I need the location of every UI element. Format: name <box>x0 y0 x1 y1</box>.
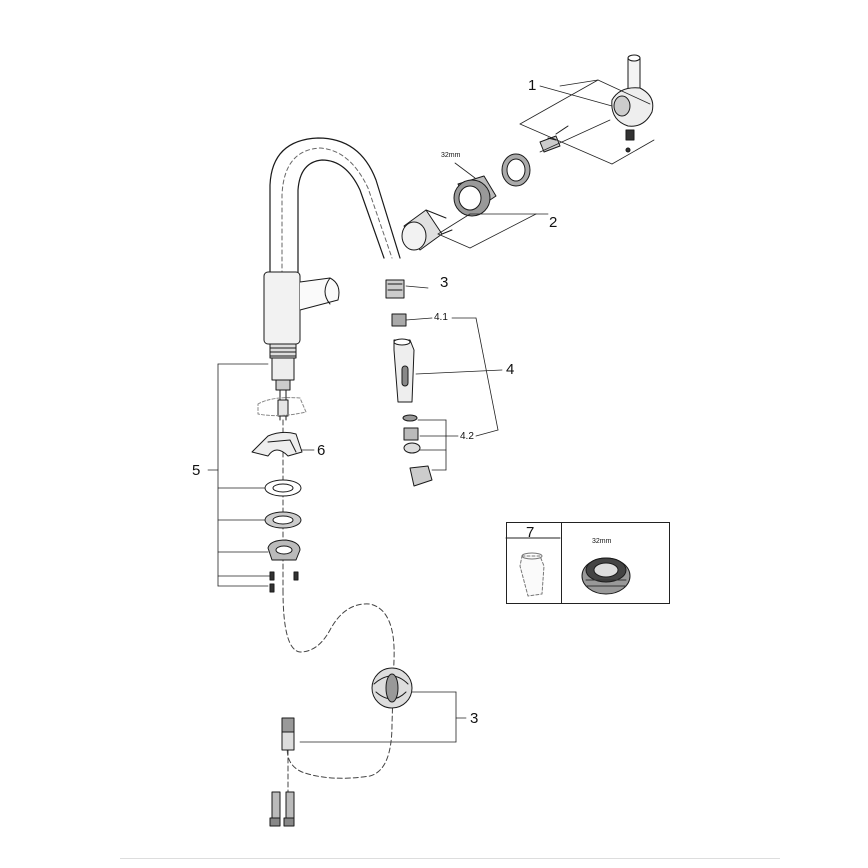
callout-3-bottom: 3 <box>470 710 479 727</box>
mounting-parts <box>251 431 303 593</box>
spare-tool-box <box>506 522 670 604</box>
dimension-32mm-box: 32mm <box>592 538 612 545</box>
dimension-32mm-top: 32mm <box>441 152 461 159</box>
callout-4-2: 4.2 <box>460 431 474 442</box>
callout-5: 5 <box>192 462 201 479</box>
callout-4: 4 <box>506 361 515 378</box>
callout-7: 7 <box>526 524 535 541</box>
callout-1: 1 <box>528 77 537 94</box>
callout-6: 6 <box>317 442 326 459</box>
faucet-body <box>257 271 340 421</box>
hose-and-weight <box>269 589 413 827</box>
box-parts <box>505 537 631 597</box>
footer-divider <box>120 858 780 859</box>
callout-4-1: 4.1 <box>434 312 448 323</box>
spray-head-parts <box>385 279 433 487</box>
cartridge-assembly <box>401 54 654 251</box>
callout-3-top: 3 <box>440 274 449 291</box>
callout-2: 2 <box>549 214 558 231</box>
spare-tool-box-divider <box>561 522 562 604</box>
faucet-spout <box>269 137 401 283</box>
leader-lines <box>207 79 655 743</box>
